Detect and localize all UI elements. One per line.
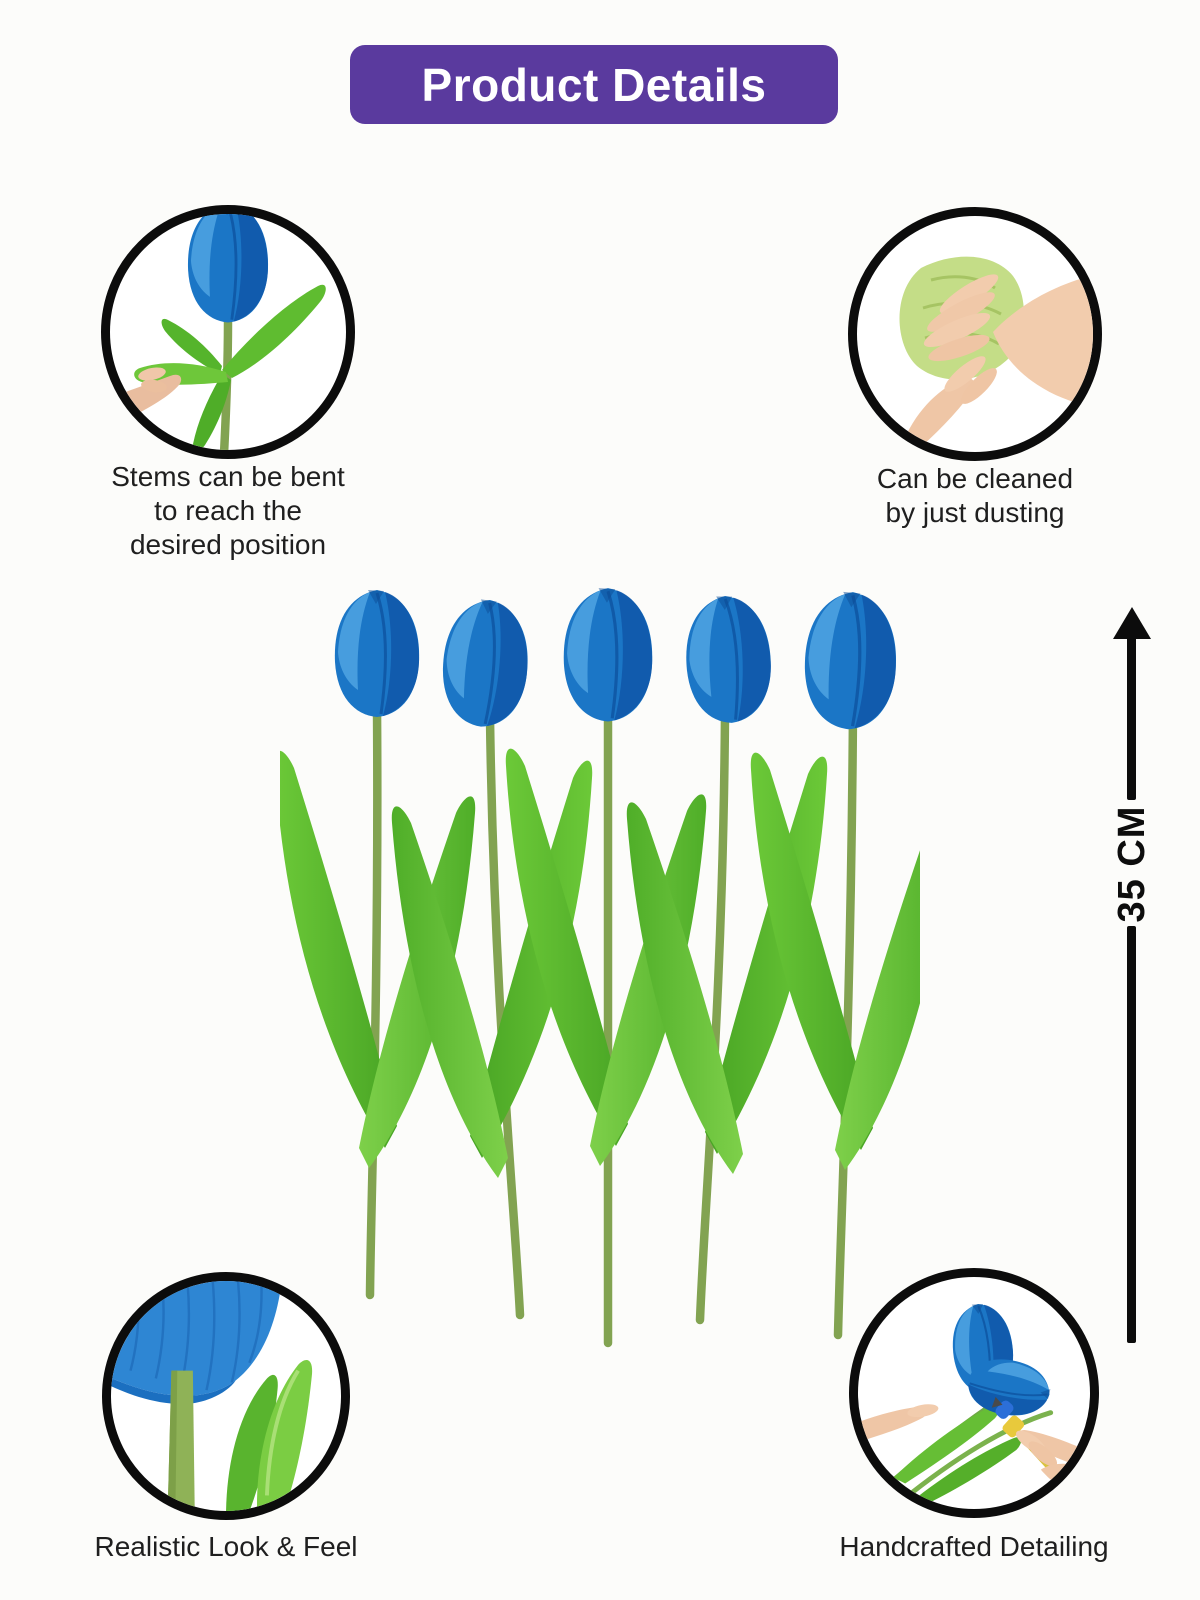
arrow-up-icon	[1113, 607, 1151, 639]
tulip-stem-2	[392, 595, 592, 1320]
handcrafting-illustration	[858, 1299, 1090, 1506]
petal-closeup-illustration	[111, 1281, 313, 1511]
caption-line: Can be cleaned	[876, 463, 1074, 494]
caption-line: Stems can be bent	[111, 461, 345, 492]
page-title: Product Details	[421, 58, 767, 111]
tulip-stem-4	[627, 592, 827, 1325]
caption-bendable-stems: Stems can be bent to reach the desired p…	[48, 460, 408, 562]
caption-line: Handcrafted Detailing	[839, 1531, 1109, 1562]
caption-realistic-look: Realistic Look & Feel	[46, 1530, 406, 1564]
feature-photo-bendable-stems	[101, 205, 355, 459]
feature-photo-easy-cleaning	[848, 207, 1102, 461]
caption-line: desired position	[129, 529, 327, 560]
tulip-stem-1	[280, 588, 475, 1300]
tulip-stem-3	[506, 586, 706, 1348]
measurement-arrow-line-bottom	[1127, 926, 1136, 1343]
dusting-cloth-illustration	[899, 256, 1093, 452]
feature-photo-handcrafted	[849, 1268, 1099, 1518]
hand-bending-stem-illustration	[110, 214, 326, 450]
header-banner: Product Details	[350, 45, 838, 124]
tulip-stem-5	[751, 588, 920, 1340]
caption-easy-cleaning: Can be cleaned by just dusting	[795, 462, 1155, 530]
caption-line: by just dusting	[885, 497, 1065, 528]
caption-handcrafted: Handcrafted Detailing	[794, 1530, 1154, 1564]
tulip-bouquet-illustration	[280, 586, 920, 1348]
feature-photo-realistic-look	[102, 1272, 350, 1520]
caption-line: Realistic Look & Feel	[94, 1531, 358, 1562]
caption-line: to reach the	[154, 495, 302, 526]
measurement-arrow-line-top	[1127, 634, 1136, 800]
